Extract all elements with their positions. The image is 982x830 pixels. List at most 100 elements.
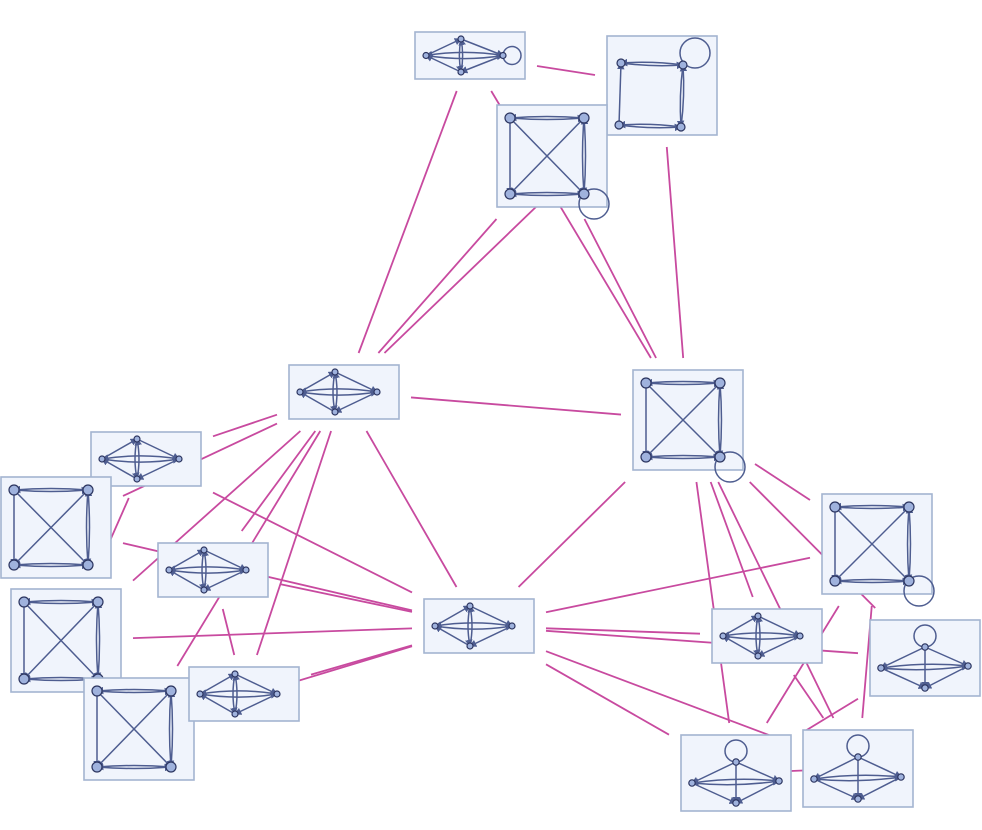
subgraph-edge: [812, 756, 859, 780]
graph-node-box[interactable]: [414, 31, 526, 80]
graph-node-n-right-b[interactable]: [711, 608, 823, 664]
subgraph-vertex: [8, 484, 20, 496]
subgraph-edge: [203, 549, 248, 571]
graph-node-n-left-f[interactable]: [188, 666, 300, 722]
subgraph-vertex: [457, 35, 465, 43]
subgraph-vertex: [165, 685, 177, 697]
graph-edge: [221, 608, 236, 656]
graph-node-n-left-a[interactable]: [90, 431, 202, 487]
graph-edge: [766, 605, 840, 724]
subgraph-edge: [168, 549, 206, 571]
graph-edge: [279, 583, 413, 613]
subgraph-edge: [757, 615, 802, 637]
graph-node-n-left-d[interactable]: [10, 588, 122, 693]
subgraph-edge: [96, 690, 172, 768]
subgraph-vertex: [98, 455, 106, 463]
graph-edge: [793, 674, 825, 719]
graph-node-box[interactable]: [157, 542, 269, 598]
self-loop: [578, 188, 610, 220]
subgraph-vertex: [754, 612, 762, 620]
graph-node-n-left-c[interactable]: [157, 542, 269, 598]
graph-node-n-center[interactable]: [423, 598, 535, 654]
graph-node-box[interactable]: [606, 35, 718, 136]
subgraph-edge: [923, 665, 969, 689]
subgraph-vertex: [165, 566, 173, 574]
subgraph-vertex: [640, 451, 652, 463]
subgraph-vertex: [242, 566, 250, 574]
subgraph-vertex: [457, 68, 465, 76]
subgraph-vertex: [231, 710, 239, 718]
graph-node-box[interactable]: [711, 608, 823, 664]
subgraph-vertex: [754, 652, 762, 660]
subgraph-vertex: [273, 690, 281, 698]
graph-edge: [212, 413, 278, 438]
subgraph-edge: [425, 38, 463, 57]
subgraph-vertex: [640, 377, 652, 389]
subgraph-vertex: [92, 596, 104, 608]
subgraph-vertex: [165, 761, 177, 773]
subgraph-edge: [136, 438, 181, 460]
graph-node-box[interactable]: [423, 598, 535, 654]
subgraph-edge: [857, 756, 903, 778]
subgraph-edge: [13, 489, 89, 566]
graph-edge: [256, 430, 332, 656]
graph-node-n-mid-left[interactable]: [288, 364, 400, 420]
graph-node-box[interactable]: [188, 666, 300, 722]
subgraph-edge: [424, 54, 462, 73]
subgraph-edge: [721, 635, 759, 657]
subgraph-vertex: [18, 596, 30, 608]
subgraph-edge: [880, 667, 927, 689]
subgraph-vertex: [200, 586, 208, 594]
graph-edge: [665, 146, 685, 359]
subgraph-vertex: [714, 377, 726, 389]
subgraph-edge: [434, 605, 472, 627]
graph-node-n-bot-a[interactable]: [680, 734, 792, 812]
subgraph-edge: [924, 646, 970, 667]
graph-node-n-left-b[interactable]: [0, 476, 112, 579]
subgraph-vertex: [578, 112, 590, 124]
subgraph-vertex: [422, 51, 430, 60]
subgraph-vertex: [196, 690, 204, 698]
self-loop: [903, 575, 935, 607]
graph-node-n-right-a[interactable]: [821, 493, 935, 607]
subgraph-vertex: [903, 575, 915, 587]
subgraph-edge: [460, 38, 505, 57]
subgraph-vertex: [231, 670, 239, 678]
graph-node-n-right-c[interactable]: [869, 619, 981, 697]
subgraph-vertex: [133, 435, 141, 443]
subgraph-edge: [94, 600, 103, 680]
graph-node-n-top-right[interactable]: [606, 35, 718, 136]
graph-node-n-bot-b[interactable]: [802, 729, 914, 808]
subgraph-vertex: [331, 368, 339, 376]
subgraph-edge: [101, 438, 139, 460]
graph-edge: [802, 697, 859, 734]
subgraph-edge: [879, 646, 926, 669]
subgraph-edge: [645, 379, 722, 388]
graph-node-n-mid-right[interactable]: [632, 369, 746, 483]
subgraph-edge: [22, 597, 99, 606]
subgraph-vertex: [373, 388, 381, 396]
graph-edge: [545, 650, 792, 745]
subgraph-edge: [813, 778, 860, 800]
graph-node-n-top-left[interactable]: [414, 31, 526, 80]
graph-edge: [709, 481, 754, 598]
graph-node-box[interactable]: [288, 364, 400, 420]
subgraph-edge: [722, 615, 760, 637]
subgraph-edge: [100, 458, 138, 480]
subgraph-edge: [691, 782, 738, 804]
graph-node-n-left-e[interactable]: [83, 677, 195, 781]
subgraph-vertex: [91, 761, 103, 773]
subgraph-edge: [459, 54, 504, 74]
graph-edge: [357, 90, 458, 354]
subgraph-edge: [833, 502, 910, 511]
subgraph-edge: [756, 635, 801, 657]
subgraph-vertex: [296, 388, 304, 396]
graph-edge: [717, 481, 835, 719]
subgraph-vertex: [732, 799, 740, 807]
subgraph-edge: [734, 780, 780, 804]
graph-node-n-top-mid[interactable]: [496, 104, 610, 220]
subgraph-edge: [96, 687, 173, 696]
subgraph-edge: [617, 61, 625, 126]
subgraph-vertex: [331, 408, 339, 416]
